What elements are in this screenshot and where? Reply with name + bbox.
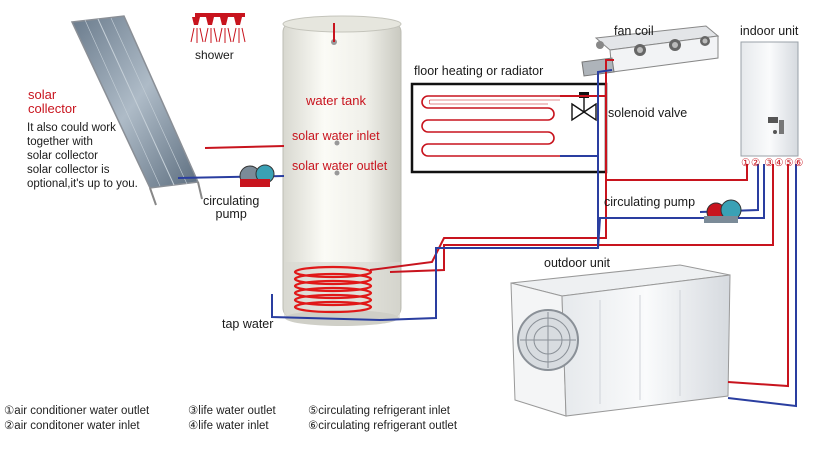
- pump-left-line-1: circulating: [203, 194, 260, 208]
- pump-left-line-2: pump: [215, 207, 247, 221]
- legend-item-3: ③life water outlet: [188, 405, 276, 417]
- floor-heating-panel: [410, 82, 608, 174]
- legend-column-1: ①air conditioner water outlet ②air condi…: [4, 404, 149, 434]
- solenoid-valve-label: solenoid valve: [608, 106, 688, 120]
- indoor-unit: [740, 41, 799, 157]
- circulating-pump-left-label: circulating pump: [203, 195, 259, 221]
- fan-coil-label: fan coil: [614, 24, 654, 38]
- water-tank-label: water tank: [306, 93, 366, 108]
- tap-water-label: tap water: [222, 317, 274, 331]
- shower-icon: [190, 13, 246, 43]
- solar-water-inlet-label: solar water inlet: [292, 129, 380, 143]
- circulating-pump-right-label: circulating pump: [604, 195, 696, 209]
- circulating-pump-right: [704, 199, 742, 223]
- solar-collector-line-2: collector: [28, 101, 77, 116]
- solar-collector-label: solar collector: [28, 88, 76, 116]
- legend-column-2: ③life water outlet ④life water inlet: [188, 404, 276, 434]
- circulating-pump-left: [239, 164, 275, 187]
- water-tank: [282, 15, 402, 326]
- floor-heating-label: floor heating or radiator: [414, 64, 544, 78]
- shower-label: shower: [195, 48, 234, 62]
- note-line-3: solar collector: [27, 150, 98, 162]
- note-line-4: solar collector is: [27, 164, 110, 176]
- legend-item-5: ⑤circulating refrigerant inlet: [308, 405, 450, 417]
- outdoor-unit-label: outdoor unit: [544, 256, 611, 270]
- legend-item-4: ④life water inlet: [188, 420, 269, 432]
- note-line-1: It also could work: [27, 122, 116, 134]
- solar-water-outlet-label: solar water outlet: [292, 159, 388, 173]
- solar-optional-note: It also could work together with solar c…: [27, 121, 138, 191]
- solar-collector: [70, 15, 203, 206]
- legend-item-2: ②air conditoner water inlet: [4, 420, 140, 432]
- note-line-5: optional,it's up to you.: [27, 178, 138, 190]
- legend-column-3: ⑤circulating refrigerant inlet ⑥circulat…: [308, 404, 457, 434]
- legend-item-1: ①air conditioner water outlet: [4, 405, 150, 417]
- fan-coil-unit: [581, 25, 720, 77]
- note-line-2: together with: [27, 136, 93, 148]
- heating-coil: [293, 265, 373, 314]
- cold-water-pipes: [177, 69, 797, 408]
- legend-item-6: ⑥circulating refrigerant outlet: [308, 420, 458, 432]
- solar-collector-line-1: solar: [28, 87, 57, 102]
- outdoor-unit: [510, 264, 731, 417]
- port-numbers: ①② ③④⑤⑥: [741, 157, 804, 169]
- indoor-unit-label: indoor unit: [740, 24, 799, 38]
